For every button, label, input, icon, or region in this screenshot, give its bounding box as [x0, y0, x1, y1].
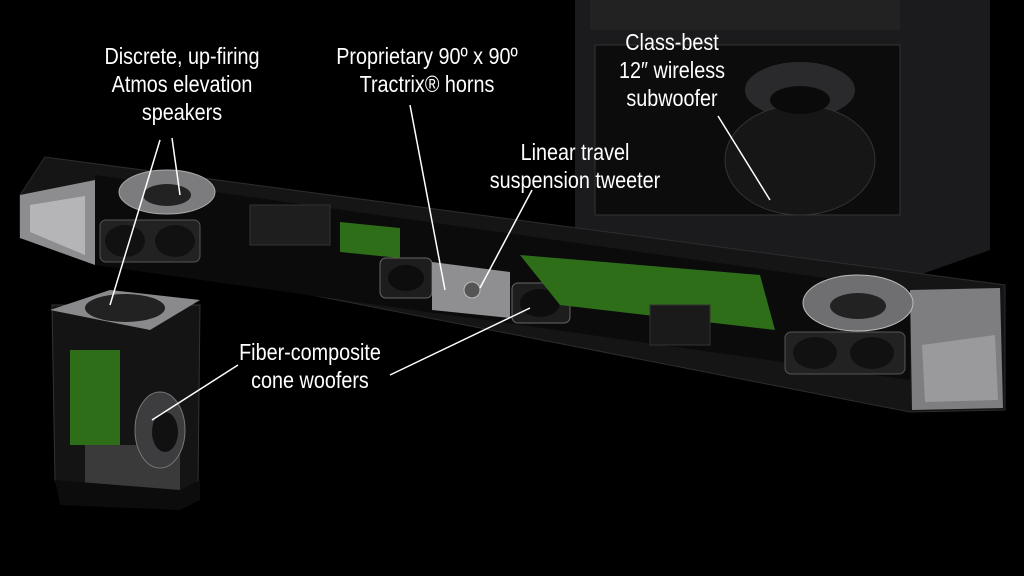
callout-text: Linear travel: [520, 139, 630, 165]
callout-woofers: Fiber-composite cone woofers: [224, 338, 396, 394]
woofers-callout-line-1: [389, 307, 531, 376]
callout-lines: [109, 104, 771, 421]
callout-text: cone woofers: [251, 367, 369, 393]
atmos-callout-line-1: [109, 139, 161, 306]
callout-text: Class-best: [625, 29, 719, 55]
callout-text: Discrete, up-firing: [104, 43, 260, 69]
callout-subwoofer: Class-best 12″ wireless subwoofer: [603, 28, 741, 112]
horns-callout-line: [409, 104, 446, 291]
callout-text: subwoofer: [626, 85, 718, 111]
tweeter-callout-line: [479, 189, 533, 289]
callout-text: 12″ wireless: [619, 57, 725, 83]
callout-text: suspension tweeter: [489, 167, 661, 193]
soundbar-body: [19, 156, 1006, 413]
elevation-speaker-unit: [50, 290, 201, 510]
atmos-callout-line-2: [171, 137, 181, 196]
callout-text: speakers: [141, 99, 223, 125]
callout-text: Proprietary 90º x 90º: [336, 43, 518, 69]
callout-atmos-speakers: Discrete, up-firing Atmos elevation spea…: [87, 42, 276, 126]
woofers-callout-line-2: [151, 364, 239, 421]
subwoofer-callout-line: [717, 115, 771, 201]
callout-tractrix-horns: Proprietary 90º x 90º Tractrix® horns: [315, 42, 539, 98]
callout-text: Atmos elevation: [111, 71, 253, 97]
callout-tweeter: Linear travel suspension tweeter: [476, 138, 674, 194]
callout-text: Tractrix® horns: [359, 71, 495, 97]
callout-text: Fiber-composite: [239, 339, 381, 365]
